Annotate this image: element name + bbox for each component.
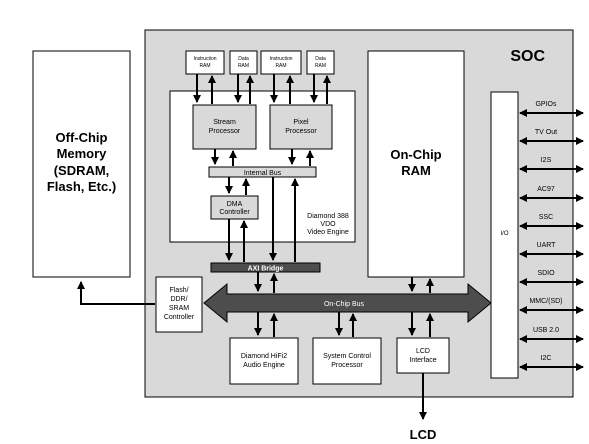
io-port-4: SSC	[519, 214, 584, 230]
ram-instruction-1: Instruction RAM	[185, 50, 225, 75]
axi-bridge: AXI Bridge	[210, 262, 321, 273]
io-port-8: USB 2.0	[519, 327, 584, 343]
svg-text:Interface: Interface	[409, 357, 436, 364]
svg-text:Data: Data	[315, 56, 326, 62]
pixel-processor: Pixel Processor	[269, 104, 333, 150]
svg-text:Video Engine: Video Engine	[307, 229, 349, 236]
bus-lower-arrows	[254, 312, 434, 337]
offchip-memory-line-3: (SDRAM,	[54, 163, 110, 178]
processor-bus-arrows	[211, 149, 314, 166]
svg-text:Diamond HiFi2: Diamond HiFi2	[241, 353, 287, 360]
svg-text:VDO: VDO	[320, 221, 336, 228]
svg-text:Controller: Controller	[164, 314, 195, 321]
ram-instruction-2: Instruction RAM	[260, 50, 302, 75]
io-port-9: I2C	[519, 355, 584, 371]
io-block: I/O	[490, 91, 519, 379]
io-port-label: TV Out	[535, 129, 557, 136]
svg-text:Processor: Processor	[209, 128, 241, 135]
io-port-1: TV Out	[519, 129, 584, 145]
io-port-label: AC97	[537, 186, 555, 193]
io-port-5: UART	[519, 242, 584, 258]
svg-text:RAM: RAM	[238, 63, 249, 69]
svg-text:DDR/: DDR/	[170, 296, 187, 303]
io-port-label: UART	[537, 242, 557, 249]
offchip-memory-line-4: Flash, Etc.)	[47, 179, 116, 194]
ram-data-2: Data RAM	[306, 50, 335, 75]
offchip-memory-line-2: Memory	[57, 146, 108, 161]
stream-processor: Stream Processor	[192, 104, 257, 150]
offchip-flash-connection	[77, 281, 155, 305]
svg-text:Stream: Stream	[213, 119, 236, 126]
soc-label: SOC	[510, 48, 545, 65]
axi-arrows	[225, 177, 299, 262]
svg-text:Data: Data	[238, 56, 249, 62]
svg-text:I/O: I/O	[500, 231, 508, 237]
ram-processor-arrows	[193, 74, 331, 104]
io-port-label: SSC	[539, 214, 553, 221]
io-port-label: USB 2.0	[533, 327, 559, 334]
video-engine-label: Diamond 388 VDO Video Engine	[307, 213, 349, 236]
system-control-processor: System Control Processor	[312, 337, 382, 385]
io-port-6: SDIO	[519, 270, 584, 286]
io-port-label: I2S	[541, 157, 552, 164]
svg-text:Processor: Processor	[285, 128, 317, 135]
lcd-label: LCD	[410, 427, 437, 442]
svg-text:DMA: DMA	[227, 201, 243, 208]
svg-text:On-Chip: On-Chip	[390, 147, 441, 162]
svg-text:Processor: Processor	[331, 362, 363, 369]
onchip-ram: On-Chip RAM	[367, 50, 465, 278]
io-port-3: AC97	[519, 186, 584, 202]
svg-text:Internal Bus: Internal Bus	[244, 170, 282, 177]
svg-text:RAM: RAM	[275, 63, 286, 69]
io-port-7: MMC/(SD)	[519, 298, 584, 314]
svg-text:Instruction: Instruction	[193, 56, 216, 62]
io-port-label: SDIO	[537, 270, 555, 277]
svg-text:RAM: RAM	[315, 63, 326, 69]
io-port-label: GPIOs	[535, 101, 557, 108]
io-port-label: MMC/(SD)	[529, 298, 562, 305]
lcd-output: LCD	[410, 373, 437, 442]
svg-text:Audio Engine: Audio Engine	[243, 362, 285, 369]
internal-bus: Internal Bus	[208, 166, 317, 178]
svg-text:RAM: RAM	[199, 63, 210, 69]
dma-arrows	[225, 177, 250, 195]
io-port-label: I2C	[541, 355, 552, 362]
svg-text:Instruction: Instruction	[269, 56, 292, 62]
svg-text:Pixel: Pixel	[293, 119, 309, 126]
svg-text:SRAM: SRAM	[169, 305, 189, 312]
offchip-memory-line-1: Off-Chip	[56, 130, 108, 145]
svg-text:AXI Bridge: AXI Bridge	[248, 266, 284, 273]
ram-data-1: Data RAM	[229, 50, 258, 75]
axi-onchip-arrows	[254, 272, 278, 293]
io-port-0: GPIOs	[519, 101, 584, 117]
svg-text:Flash/: Flash/	[169, 287, 188, 294]
io-port-2: I2S	[519, 157, 584, 173]
svg-text:RAM: RAM	[401, 163, 431, 178]
svg-text:LCD: LCD	[416, 348, 430, 355]
flash-ddr-sram-controller: Flash/ DDR/ SRAM Controller	[155, 276, 203, 333]
ram-bus-arrows	[408, 277, 434, 293]
offchip-memory-block: Off-Chip Memory (SDRAM, Flash, Etc.)	[32, 50, 131, 278]
onchip-bus: On-Chip Bus	[203, 282, 492, 324]
audio-engine: Diamond HiFi2 Audio Engine	[229, 337, 299, 385]
svg-text:Controller: Controller	[219, 209, 250, 216]
svg-text:System Control: System Control	[323, 353, 371, 360]
svg-text:Diamond 388: Diamond 388	[307, 213, 349, 220]
dma-controller: DMA Controller	[210, 195, 259, 220]
lcd-interface: LCD Interface	[396, 337, 450, 374]
svg-text:On-Chip Bus: On-Chip Bus	[324, 301, 365, 308]
